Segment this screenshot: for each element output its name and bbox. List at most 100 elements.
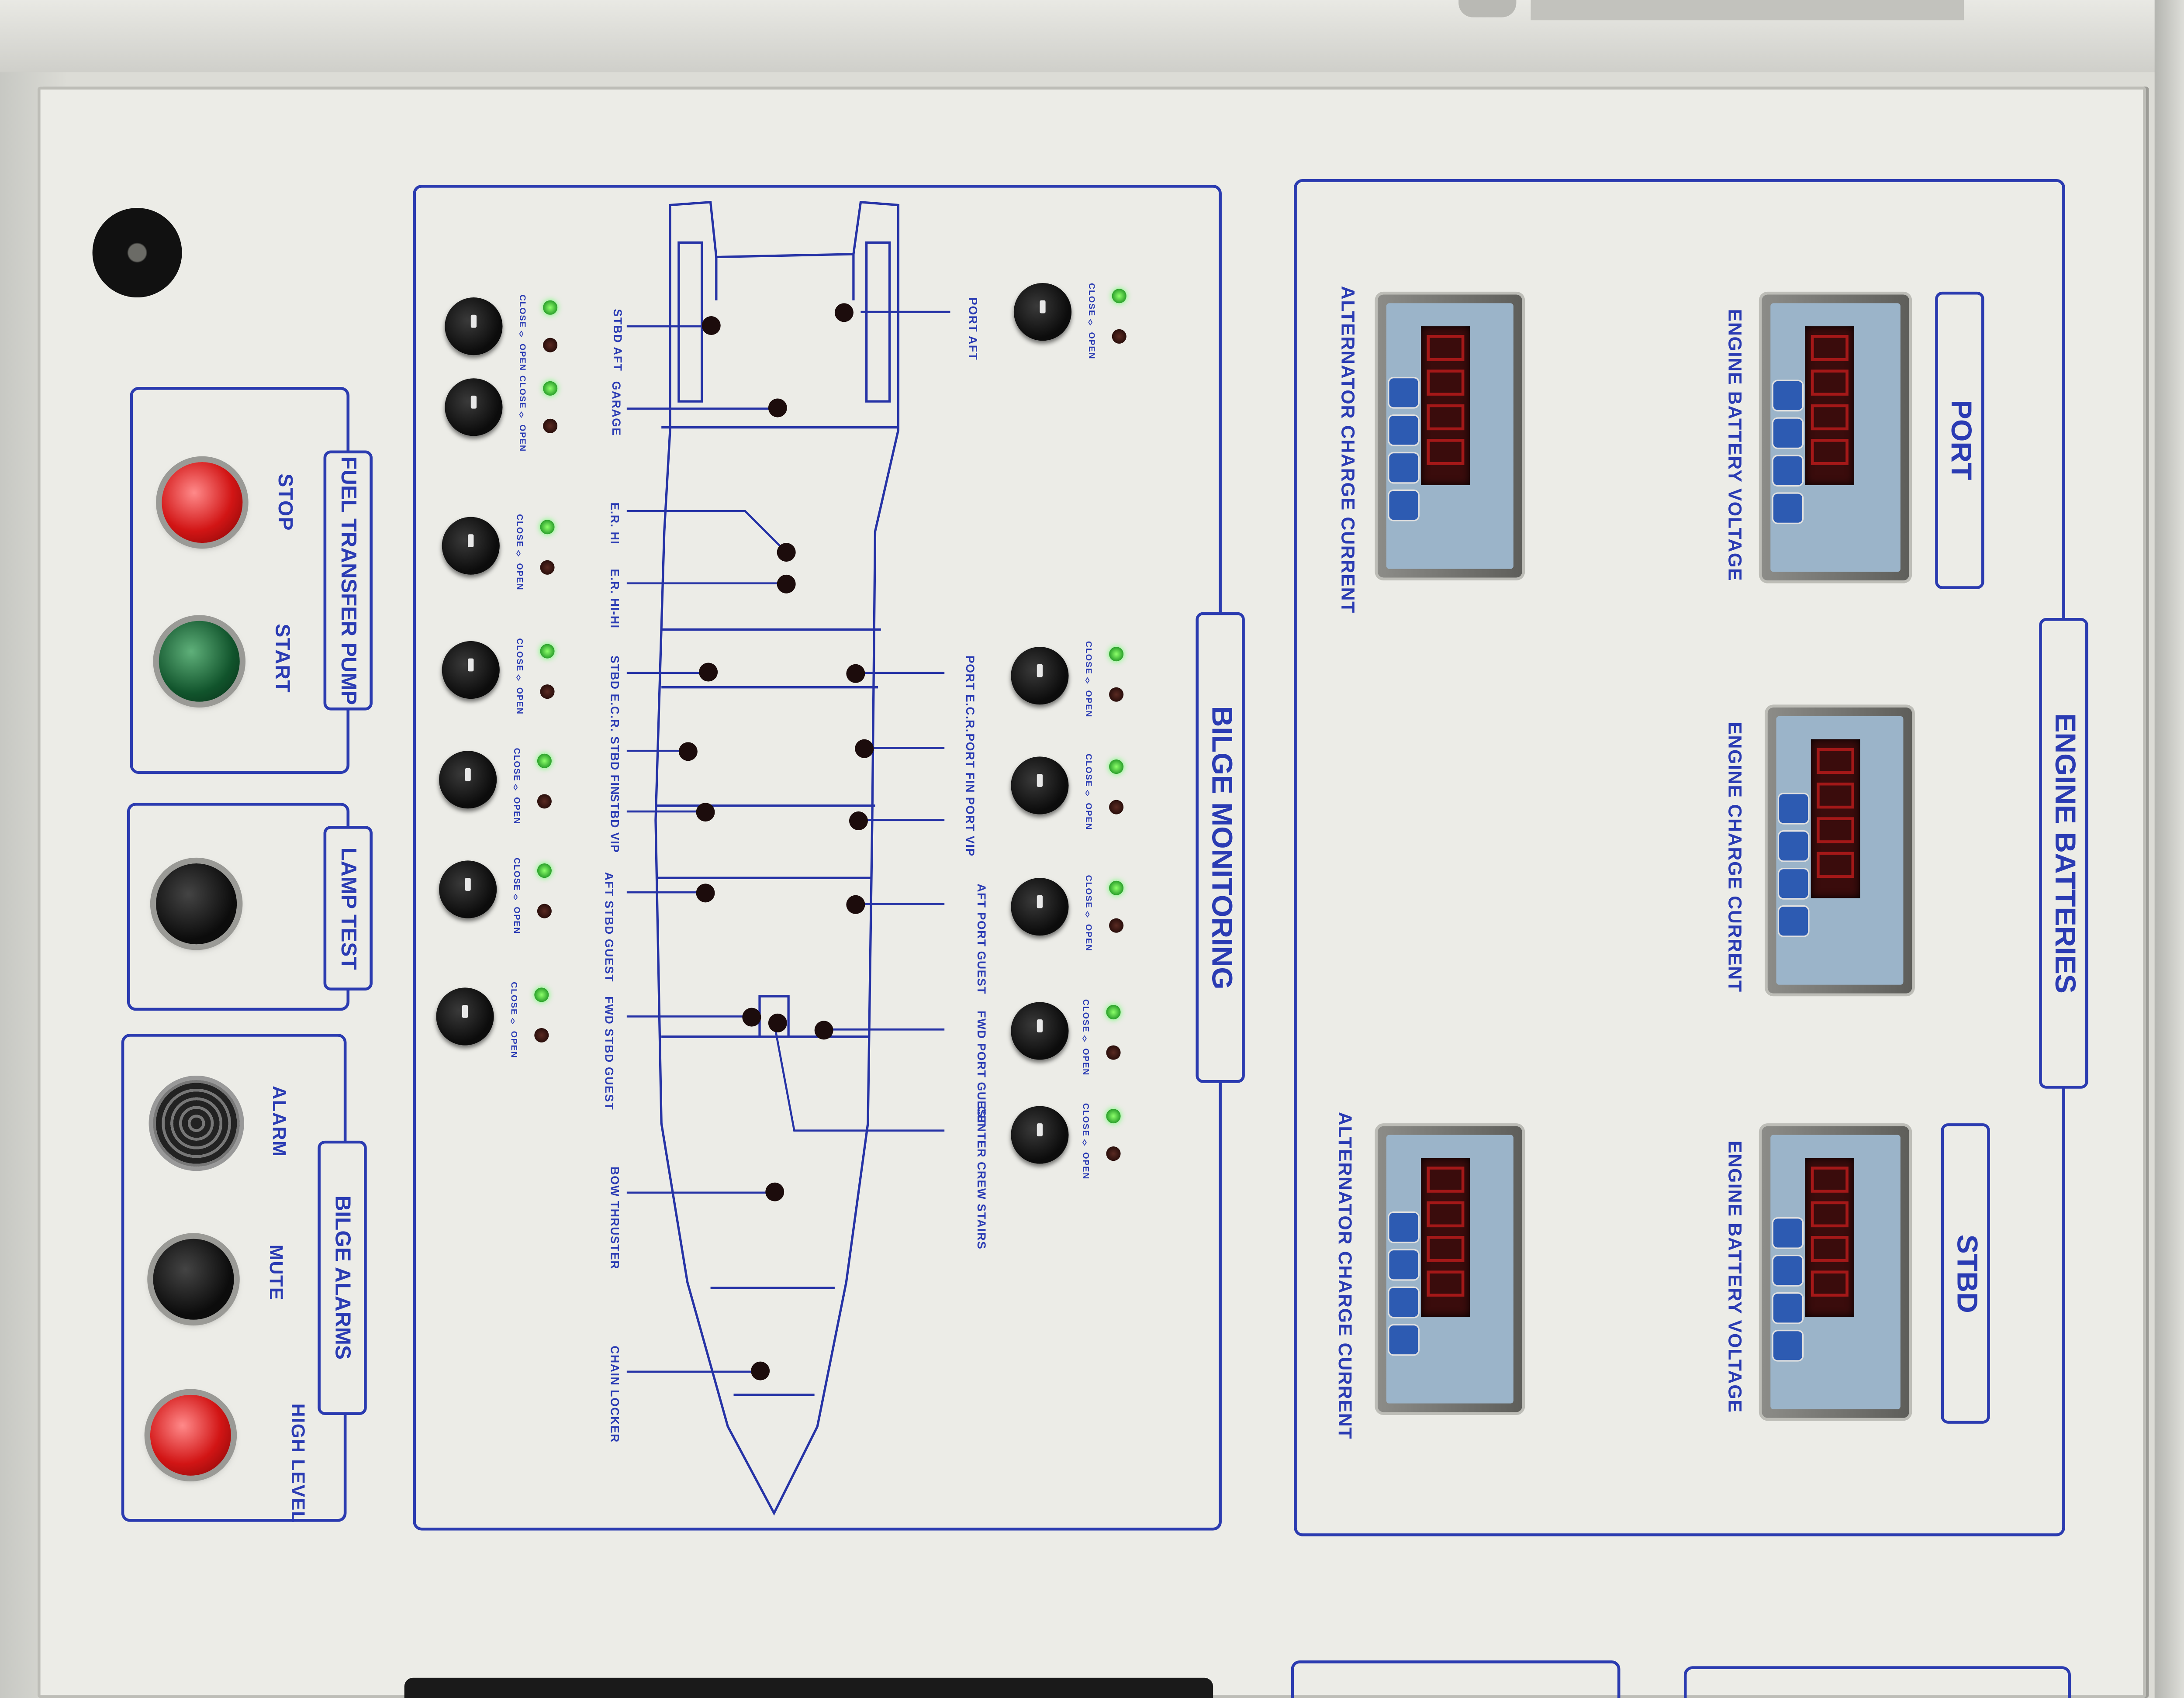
- switch-caption: CLOSE ◊ OPEN: [1083, 875, 1092, 952]
- switch-caption: CLOSE ◊ OPEN: [1080, 1103, 1089, 1180]
- stbd-tag: STBD: [1941, 1123, 1990, 1424]
- led-fwd-stbd-guest-open: [534, 1028, 549, 1043]
- label-port-ecr: PORT E.C.R.: [963, 655, 976, 733]
- switch-aft-stbd-guest[interactable]: [439, 860, 497, 918]
- switch-caption: CLOSE ◊ OPEN: [514, 638, 523, 715]
- switch-caption: CLOSE ◊ OPEN: [517, 375, 526, 452]
- switch-caption: CLOSE ◊ OPEN: [517, 294, 526, 371]
- alarm-buzzer: [153, 1080, 240, 1167]
- led-fwd-stbd-guest-close: [534, 987, 549, 1002]
- label-aft-port-guest: AFT PORT GUEST: [975, 884, 988, 995]
- led-port-aft-open: [1112, 329, 1127, 344]
- led-aft-stbd-guest-close: [537, 863, 552, 878]
- led-er-close: [540, 520, 555, 535]
- switch-garage[interactable]: [445, 378, 503, 436]
- label-center-crew-stairs: CENTER CREW STAIRS: [975, 1106, 988, 1250]
- led-aft-stbd-guest-open: [537, 904, 552, 918]
- led-aft-port-guest-close: [1109, 880, 1124, 895]
- led-aft-port-guest-open: [1109, 918, 1124, 933]
- label-garage: GARAGE: [609, 381, 622, 436]
- label-stbd-vip: STBD VIP: [608, 794, 621, 853]
- label-bow-thruster: BOW THRUSTER: [608, 1167, 621, 1270]
- sensor-fwd-port-guest: [814, 1021, 833, 1040]
- switch-port-fin-vip[interactable]: [1011, 756, 1069, 814]
- label-port-vip: PORT VIP: [963, 797, 976, 857]
- alternator-charge-current-label: ALTERNATOR CHARGE CURRENT: [1334, 1111, 1356, 1440]
- stbd-engine-battery-voltage-meter: [1762, 1126, 1909, 1418]
- mute-label: MUTE: [266, 1244, 287, 1301]
- led-stbd-aft-open: [543, 338, 558, 352]
- led-port-ecr-open: [1109, 687, 1124, 702]
- sensor-aft-stbd-guest: [696, 884, 715, 903]
- port-tag: PORT: [1935, 291, 1984, 589]
- switch-center-crew-stairs[interactable]: [1011, 1106, 1069, 1164]
- switch-port-ecr[interactable]: [1011, 647, 1069, 705]
- sensor-aft-port-guest: [846, 895, 865, 914]
- switch-caption: CLOSE ◊ OPEN: [1083, 641, 1092, 718]
- label-stbd-aft: STBD AFT: [611, 309, 624, 372]
- alarm-label: ALARM: [268, 1086, 290, 1157]
- led-stbd-ecr-open: [540, 684, 555, 699]
- sensor-er-hi: [777, 543, 796, 562]
- led-stbd-fin-close: [537, 753, 552, 768]
- sensor-chain-locker: [751, 1361, 770, 1380]
- switch-fwd-port-guest[interactable]: [1011, 1002, 1069, 1060]
- sensor-stbd-vip: [696, 803, 715, 822]
- high-level-lamp: [150, 1394, 231, 1476]
- sensor-port-aft: [834, 303, 854, 322]
- bilge-monitoring-title: BILGE MONITORING: [1196, 612, 1245, 1083]
- sensor-port-fin: [855, 739, 874, 758]
- engine-charge-current-meter: [1767, 707, 1912, 994]
- bilge-alarms-title: BILGE ALARMS: [318, 1140, 367, 1415]
- switch-caption: CLOSE ◊ OPEN: [511, 748, 520, 825]
- led-garage-close: [543, 381, 558, 396]
- led-port-ecr-close: [1109, 647, 1124, 662]
- sensor-er-hihi: [777, 574, 796, 594]
- label-fwd-stbd-guest: FWD STBD GUEST: [602, 996, 615, 1111]
- switch-caption: CLOSE ◊ OPEN: [1083, 753, 1092, 831]
- sensor-bow-thruster: [765, 1182, 784, 1201]
- port-engine-battery-voltage-meter: [1762, 294, 1909, 581]
- switch-er[interactable]: [442, 517, 500, 575]
- alternator-charge-current-label: ALTERNATOR CHARGE CURRENT: [1337, 286, 1359, 614]
- led-fwd-port-guest-open: [1106, 1045, 1121, 1060]
- label-port-aft: PORT AFT: [966, 297, 979, 361]
- key-switch[interactable]: [92, 208, 182, 298]
- led-er-open: [540, 560, 555, 575]
- switch-caption: CLOSE ◊ OPEN: [1086, 283, 1095, 360]
- led-garage-open: [543, 418, 558, 433]
- fuel-transfer-pump-box: [130, 387, 350, 774]
- led-port-fin-open: [1109, 800, 1124, 814]
- stop-button[interactable]: [162, 462, 243, 543]
- led-center-crew-stairs-close: [1106, 1109, 1121, 1124]
- led-stbd-aft-close: [543, 300, 558, 315]
- switch-aft-port-guest[interactable]: [1011, 878, 1069, 936]
- fuel-transfer-pump-title: FUEL TRANSFER PUMP: [323, 450, 373, 711]
- led-stbd-fin-open: [537, 794, 552, 809]
- high-level-label: HIGH LEVEL: [287, 1403, 309, 1523]
- switch-fwd-stbd-guest[interactable]: [436, 987, 494, 1046]
- engine-battery-voltage-label: ENGINE BATTERY VOLTAGE: [1724, 1140, 1746, 1413]
- start-button[interactable]: [159, 621, 240, 702]
- lower-panel-box: [1683, 1666, 2071, 1698]
- switch-caption: CLOSE ◊ OPEN: [511, 857, 520, 935]
- label-er-hi: E.R. HI: [608, 502, 621, 545]
- sensor-center-crew-stairs: [768, 1013, 787, 1032]
- lamp-test-button[interactable]: [156, 863, 237, 945]
- switch-port-aft[interactable]: [1013, 283, 1072, 341]
- stop-label: STOP: [274, 473, 298, 531]
- led-stbd-ecr-close: [540, 644, 555, 659]
- switch-stbd-aft[interactable]: [445, 297, 503, 355]
- switch-stbd-ecr[interactable]: [442, 641, 500, 699]
- label-fwd-port-guest: FWD PORT GUEST: [975, 1011, 988, 1125]
- display-bezel: [404, 1677, 1213, 1698]
- led-port-aft-close: [1112, 289, 1127, 304]
- mute-button[interactable]: [153, 1239, 234, 1320]
- lower-panel-box: [1291, 1660, 1621, 1698]
- switch-stbd-fin-vip[interactable]: [439, 751, 497, 809]
- hull-diagram: [626, 201, 950, 1516]
- cabinet-side: [2154, 0, 2184, 1698]
- engine-battery-voltage-label: ENGINE BATTERY VOLTAGE: [1724, 309, 1746, 582]
- led-fwd-port-guest-close: [1106, 1005, 1121, 1020]
